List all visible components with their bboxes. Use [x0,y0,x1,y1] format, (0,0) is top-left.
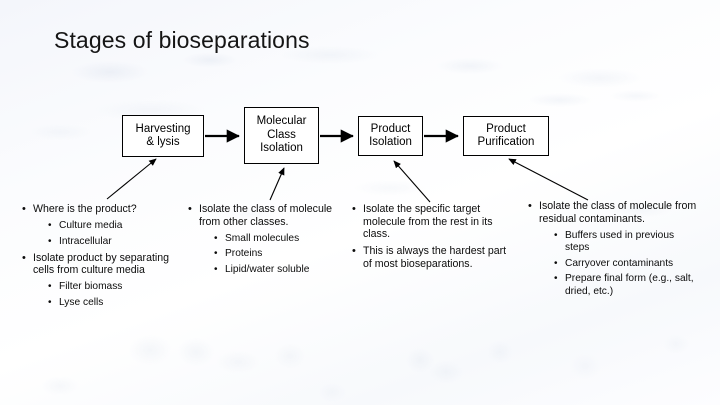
bullet-dot-icon: • [528,200,532,212]
page-title: Stages of bioseparations [54,27,310,53]
flow-box-product-purification-line-2: Purification [477,136,535,148]
list-item: • Filter biomass [48,281,174,293]
list-item: • Where is the product? [22,203,174,216]
flow-box-product-isolation-line-2: Isolation [369,136,412,148]
callout-arrow-molecular [269,167,285,201]
bullet-dot-icon: • [22,203,26,215]
list-item-label: Lipid/water soluble [225,264,310,276]
flow-box-product-isolation: Product Isolation [358,116,423,156]
bullet-dot-icon: • [22,251,26,264]
callout-arrow-product-isolation [393,160,431,203]
bullet-dot-icon: • [352,245,356,258]
list-item: • Isolate the specific target molecule fr… [352,203,512,241]
list-item: • Isolate product by separating cells fro… [22,252,174,277]
list-item: • Lipid/water soluble [214,264,338,276]
bullet-dot-icon: • [554,257,558,269]
bullet-dot-icon: • [188,203,192,215]
list-item-label: Prepare final form (e.g., salt, dried, e… [565,273,694,297]
flow-box-molecular-line-3: Isolation [260,142,303,155]
callout-arrow-harvesting [106,158,157,200]
bullet-dot-icon: • [48,281,52,293]
flow-box-molecular-line-1: Molecular [256,115,307,128]
list-item-label: Filter biomass [59,281,123,293]
flow-box-product-purification: Product Purification [463,116,549,156]
flow-box-product-purification-line-1: Product [486,122,526,135]
list-item: • Lyse cells [48,297,174,309]
list-item-label: This is always the hardest part of most … [363,245,507,270]
bullet-dot-icon: • [214,264,218,276]
bullet-column-harvesting: • Where is the product? • Culture media • Int… [22,203,174,313]
list-item-label: Culture media [59,220,123,232]
bullet-column-product-isolation: • Isolate the specific target molecule fr… [352,203,512,275]
list-item: • Isolate the class of molecule from resi… [528,200,698,225]
flow-box-molecular-class-isolation: Molecular Class Isolation [244,107,319,164]
list-item: • Intracellular [48,236,174,248]
bullet-dot-icon: • [554,273,558,285]
list-item-label: Proteins [225,248,263,260]
list-item-label: Buffers used in previous steps [565,229,675,253]
list-item-label: Carryover contaminants [565,257,674,269]
bullet-dot-icon: • [214,248,218,260]
list-item-label: Isolate the class of molecule from other… [199,203,333,228]
list-item: • Isolate the class of molecule from othe… [188,203,338,228]
list-item-label: Isolate the specific target molecule fro… [363,203,493,241]
list-item-label: Intracellular [59,235,112,247]
bullet-dot-icon: • [48,296,52,308]
callout-arrow-product-purification [508,158,589,201]
list-item-label: Isolate the class of molecule from resid… [539,200,697,225]
list-item: • Small molecules [214,233,338,245]
list-item: • Prepare final form (e.g., salt, dried, … [554,273,698,297]
flow-box-harvesting-line-2: & lysis [146,136,180,148]
flow-box-harvesting-line-1: Harvesting [135,122,191,135]
flow-box-product-isolation-line-1: Product [370,122,411,135]
list-item: • Culture media [48,220,174,232]
list-item: • This is always the hardest part of most… [352,245,512,270]
list-item-label: Where is the product? [33,203,137,215]
list-item-label: Isolate product by separating cells from… [33,251,170,277]
list-item: • Proteins [214,248,338,260]
flow-box-molecular-line-2: Class [267,128,296,141]
bullet-column-product-purification: • Isolate the class of molecule from resi… [528,200,698,301]
list-item: • Carryover contaminants [554,258,698,270]
bullet-dot-icon: • [48,235,52,247]
bullet-dot-icon: • [352,203,356,215]
bullet-dot-icon: • [48,220,52,232]
bullet-dot-icon: • [554,229,558,241]
list-item: • Buffers used in previous steps [554,230,698,254]
list-item-label: Small molecules [225,232,300,244]
bullet-dot-icon: • [214,232,218,244]
list-item-label: Lyse cells [59,296,104,308]
bullet-column-molecular-class: • Isolate the class of molecule from othe… [188,203,338,280]
flow-box-harvesting: Harvesting & lysis [122,115,204,157]
